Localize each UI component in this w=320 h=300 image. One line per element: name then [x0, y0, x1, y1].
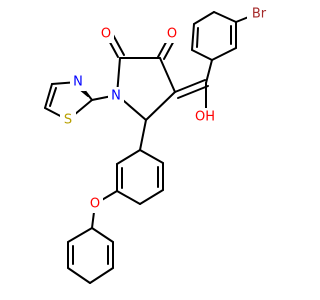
atom-sulfur: S — [64, 113, 72, 128]
molecule-canvas: O O N N S Br OH O — [44, 5, 271, 284]
atom-bg-o1 — [98, 25, 114, 43]
atom-bg-oh — [192, 108, 218, 126]
atom-bg-o3 — [87, 195, 103, 213]
structure-drawing: O O N N S Br OH O — [44, 5, 271, 284]
pyrrolidine-ring — [116, 57, 176, 121]
atom-oxygen-ether: O — [90, 197, 100, 212]
atom-bg-o2 — [164, 25, 180, 43]
atom-bg-s — [60, 111, 76, 129]
atom-nitrogen-ring: N — [111, 89, 121, 104]
phenoxyphenyl-ring — [94, 119, 164, 205]
atom-labels: O O N N S Br OH O — [60, 5, 271, 213]
atom-bg-n1 — [108, 87, 124, 105]
atom-hydroxyl: OH — [195, 110, 215, 125]
phenoxy-ring — [67, 203, 114, 284]
atom-oxygen-2: O — [167, 27, 177, 42]
atom-bg-n2 — [70, 73, 86, 91]
atom-bromine: Br — [252, 7, 267, 22]
atom-nitrogen-thiazole: N — [73, 75, 83, 90]
bromophenyl-ring — [191, 11, 257, 84]
atom-bg-br — [247, 5, 271, 23]
atom-oxygen-1: O — [101, 27, 111, 42]
